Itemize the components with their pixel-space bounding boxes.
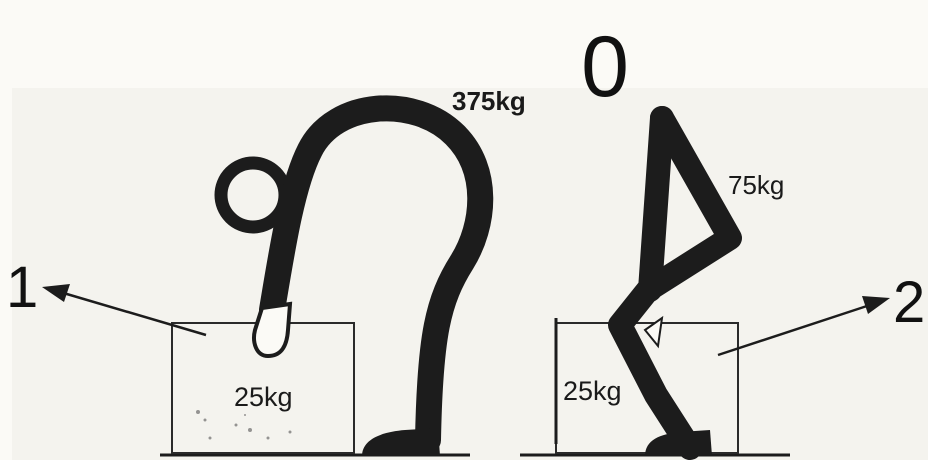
left-figure-foot	[362, 428, 440, 456]
left-figure-hand	[252, 301, 293, 359]
right-figure-back	[638, 106, 674, 302]
arrow-1-head	[42, 284, 70, 302]
left-box-load-label: 25kg	[234, 382, 293, 412]
right-spine-load-label: 75kg	[728, 170, 784, 200]
arrow-2-shaft	[717, 303, 871, 357]
arrow-1-shaft	[59, 290, 207, 337]
marker-2: 2	[893, 270, 925, 335]
left-figure-body	[259, 95, 494, 453]
right-box-load-label: 25kg	[563, 376, 622, 406]
arrow-2-head	[862, 296, 890, 314]
left-box-speckles	[196, 410, 292, 440]
figure-title: 0	[581, 19, 629, 115]
right-figure: 75kg 25kg 2	[554, 106, 925, 460]
right-figure-body	[608, 106, 742, 460]
left-spine-load-label: 375kg	[452, 86, 526, 116]
right-figure-hand	[643, 315, 664, 349]
marker-1: 1	[6, 255, 38, 320]
right-figure-foot	[645, 430, 712, 456]
left-figure: 375kg 25kg 1	[6, 86, 526, 456]
